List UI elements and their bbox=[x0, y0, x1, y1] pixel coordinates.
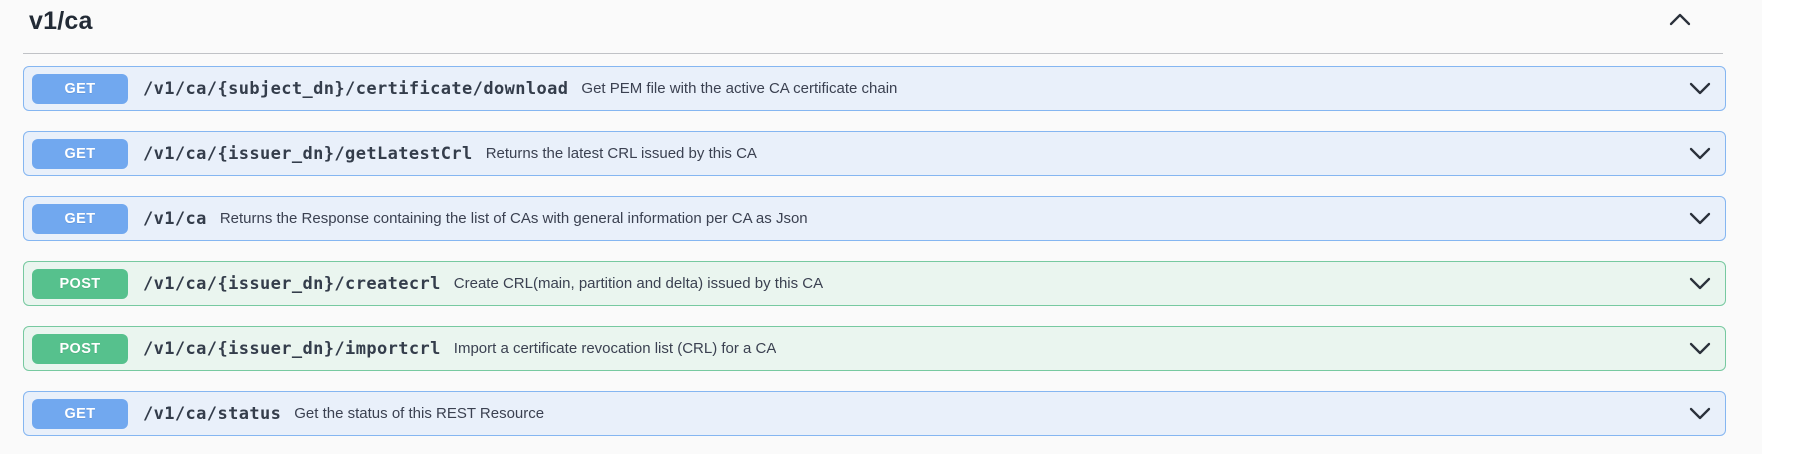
endpoint-path[interactable]: /v1/ca bbox=[143, 208, 207, 229]
chevron-up-icon[interactable] bbox=[1669, 13, 1691, 26]
endpoint-row[interactable]: GET /v1/ca/{subject_dn}/certificate/down… bbox=[23, 66, 1726, 111]
endpoint-description: Returns the latest CRL issued by this CA bbox=[485, 145, 757, 162]
endpoint-description: Get PEM file with the active CA certific… bbox=[581, 80, 898, 97]
chevron-down-icon[interactable] bbox=[1689, 342, 1711, 355]
endpoint-list: GET /v1/ca/{subject_dn}/certificate/down… bbox=[23, 66, 1726, 454]
endpoint-path[interactable]: /v1/ca/{subject_dn}/certificate/download bbox=[143, 78, 569, 99]
section-title: v1/ca bbox=[29, 7, 93, 35]
method-badge: GET bbox=[32, 203, 128, 234]
endpoint-row[interactable]: POST /v1/ca/{issuer_dn}/importcrl Import… bbox=[23, 326, 1726, 371]
endpoint-row[interactable]: POST /v1/ca/{issuer_dn}/createcrl Create… bbox=[23, 261, 1726, 306]
endpoint-row[interactable]: GET /v1/ca/{issuer_dn}/getLatestCrl Retu… bbox=[23, 131, 1726, 176]
method-badge: POST bbox=[32, 333, 128, 364]
chevron-down-icon[interactable] bbox=[1689, 277, 1711, 290]
method-badge: GET bbox=[32, 398, 128, 429]
method-badge: GET bbox=[32, 73, 128, 104]
endpoint-description: Import a certificate revocation list (CR… bbox=[453, 340, 777, 357]
endpoint-description: Returns the Response containing the list… bbox=[219, 210, 808, 227]
window-edge bbox=[1762, 0, 1816, 454]
method-badge: POST bbox=[32, 268, 128, 299]
method-badge: GET bbox=[32, 138, 128, 169]
endpoint-path[interactable]: /v1/ca/{issuer_dn}/createcrl bbox=[143, 273, 441, 294]
endpoint-path[interactable]: /v1/ca/status bbox=[143, 403, 282, 424]
section-header[interactable]: v1/ca bbox=[23, 0, 1723, 54]
endpoint-path[interactable]: /v1/ca/{issuer_dn}/getLatestCrl bbox=[143, 143, 473, 164]
chevron-down-icon[interactable] bbox=[1689, 212, 1711, 225]
endpoint-row[interactable]: GET /v1/ca Returns the Response containi… bbox=[23, 196, 1726, 241]
endpoint-row[interactable]: GET /v1/ca/status Get the status of this… bbox=[23, 391, 1726, 436]
endpoint-path[interactable]: /v1/ca/{issuer_dn}/importcrl bbox=[143, 338, 441, 359]
endpoint-description: Get the status of this REST Resource bbox=[294, 405, 545, 422]
endpoint-description: Create CRL(main, partition and delta) is… bbox=[453, 275, 824, 292]
chevron-down-icon[interactable] bbox=[1689, 82, 1711, 95]
chevron-down-icon[interactable] bbox=[1689, 407, 1711, 420]
chevron-down-icon[interactable] bbox=[1689, 147, 1711, 160]
